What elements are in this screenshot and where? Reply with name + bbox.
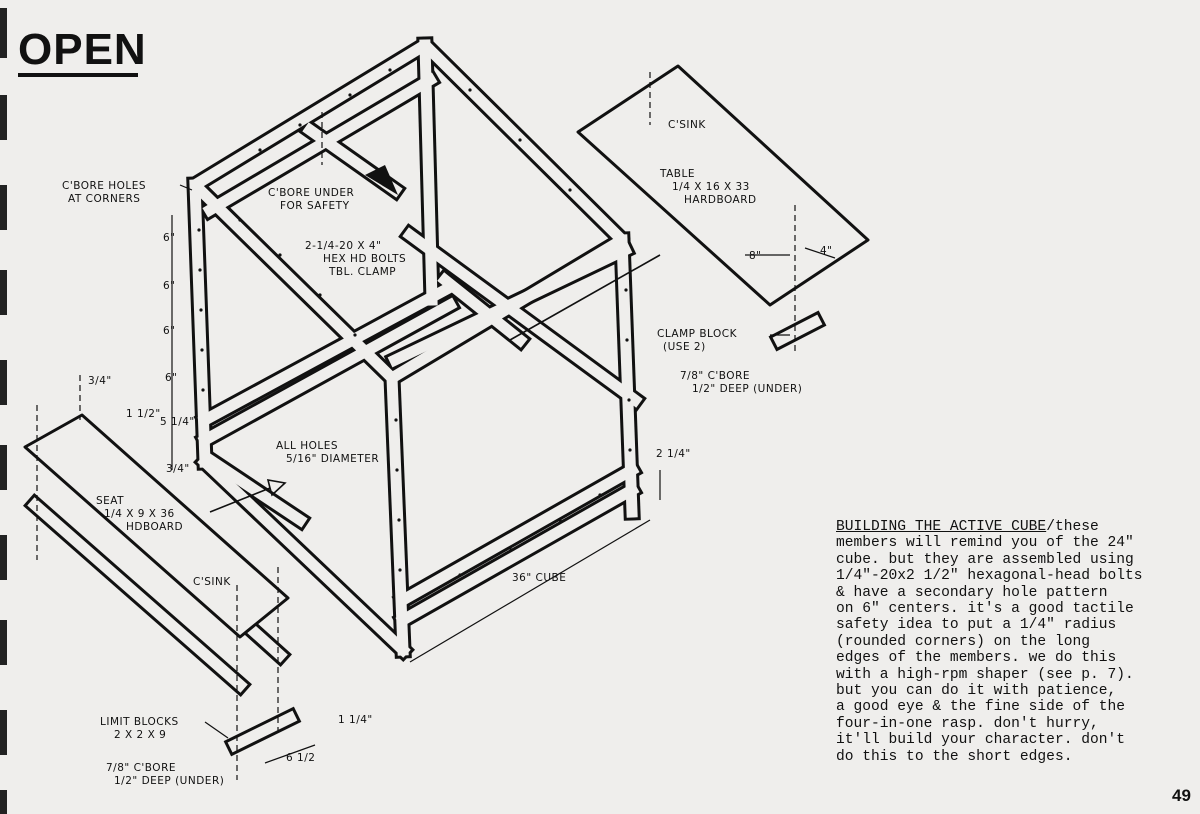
body-line: do this to the short edges. [836, 748, 1073, 765]
body-line: safety idea to put a 1/4" radius [836, 617, 1117, 634]
label-line: 1/2" DEEP (UNDER) [692, 383, 803, 395]
binding-mark [0, 8, 7, 58]
hole-dots [197, 68, 632, 577]
binding-mark [0, 710, 7, 755]
hollow-arrow-icon [209, 478, 287, 513]
label-line: 1/4 x 9 x 36 [104, 508, 175, 520]
label-line: C'BORE UNDER [268, 187, 355, 199]
body-line: members will remind you of the 24" [836, 535, 1134, 552]
dim-spacing: 6" [163, 325, 176, 337]
label-line: 2-1/4-20 x 4" [305, 240, 382, 252]
dim-seat-edge: 1 1/2" [126, 408, 161, 420]
label-line: 7/8" C'BORE [680, 370, 750, 382]
body-text: BUILDING THE ACTIVE CUBE/these members w… [836, 519, 1143, 765]
body-line: on 6" centers. it's a good tactile [836, 601, 1134, 618]
dim-spacing: 6" [163, 280, 176, 292]
dim-spacing: 6" [163, 232, 176, 244]
label-line: FOR SAFETY [280, 200, 350, 212]
dim-spacing: 3/4" [166, 463, 190, 475]
label-cube-size: 36" CUBE [512, 572, 567, 584]
page-title: OPEN [18, 25, 147, 74]
label-line: HARDBOARD [684, 194, 757, 206]
label-line: 1/2" DEEP (UNDER) [114, 775, 225, 787]
label-line: CLAMP BLOCK [657, 328, 737, 340]
binding-mark [0, 535, 7, 580]
label-clamp-block: CLAMP BLOCK(USE 2) [657, 328, 737, 354]
body-line: cube. but they are assembled using [836, 551, 1134, 568]
binding-mark [0, 270, 7, 315]
label-line: TBL. CLAMP [329, 266, 397, 278]
binding-mark [0, 185, 7, 230]
binding-mark [0, 445, 7, 490]
label-line: TABLE [660, 168, 695, 180]
dim-table-4: 4" [820, 245, 833, 257]
label-line: C'BORE HOLES [62, 180, 147, 192]
binding-mark [0, 95, 7, 140]
dim-spacing: 6" [165, 372, 178, 384]
label-line: HDBOARD [126, 521, 184, 533]
binding-mark [0, 620, 7, 665]
label-line: (USE 2) [663, 341, 706, 353]
center-lines [36, 72, 796, 780]
title-underline [18, 73, 138, 77]
body-heading: BUILDING THE ACTIVE CUBE [836, 519, 1047, 535]
label-line: SEAT [96, 495, 125, 507]
body-line: but you can do it with patience, [836, 683, 1117, 700]
label-line: ALL HOLES [276, 440, 339, 452]
body-line: a good eye & the fine side of the [836, 699, 1126, 716]
binding-mark [0, 360, 7, 405]
dim-table-8: 8" [749, 250, 762, 262]
binding-mark [0, 790, 7, 814]
label-line: 7/8" C'BORE [106, 762, 176, 774]
label-line: LIMIT BLOCKS [100, 716, 179, 728]
body-line: with a high-rpm shaper (see p. 7). [836, 666, 1134, 683]
rod [509, 254, 661, 341]
body-line: four-in-one rasp. don't hurry, [836, 715, 1099, 732]
label-line: 5/16" DIAMETER [286, 453, 380, 465]
body-line: 1/4"-20x2 1/2" hexagonal-head bolts [836, 568, 1143, 585]
body-line: /these [1046, 519, 1099, 535]
dim-limit-width: 6 1/2 [286, 752, 316, 764]
page-number: 49 [1172, 786, 1191, 805]
label-line: 2 x 2 x 9 [114, 729, 167, 741]
seat-board [23, 413, 290, 639]
label-line: HEX HD BOLTS [323, 253, 407, 265]
dim-limit-height: 1 1/4" [338, 714, 373, 726]
label-line: 1/4 x 16 x 33 [672, 181, 750, 193]
label-line: AT CORNERS [68, 193, 141, 205]
label-seat-csink: C'SINK [193, 576, 231, 588]
arrow-icon [365, 165, 398, 195]
dim-spacing: 5 1/4" [160, 416, 195, 428]
body-line: & have a secondary hole pattern [836, 584, 1108, 601]
label-table-csink: C'SINK [668, 119, 706, 131]
body-line: (rounded corners) on the long [836, 633, 1090, 650]
dim-seat-thickness: 3/4" [88, 375, 112, 387]
body-line: edges of the members. we do this [836, 650, 1117, 667]
body-line: it'll build your character. don't [836, 732, 1126, 749]
dimension-lines [171, 184, 836, 764]
dim-cube-thickness: 2 1/4" [656, 448, 691, 460]
